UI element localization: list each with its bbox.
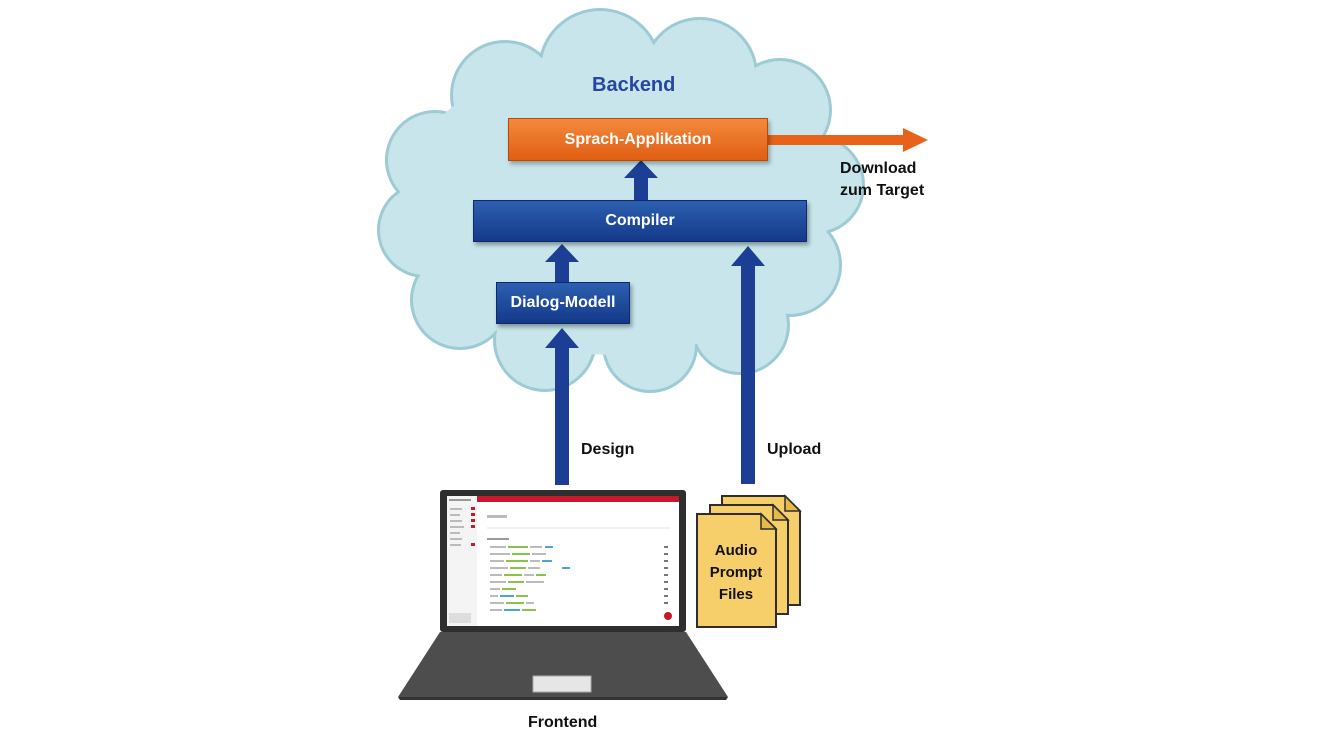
files-label-line1: Audio xyxy=(714,542,758,559)
arrow-compiler-to-app xyxy=(624,160,658,200)
upload-arrow xyxy=(731,246,765,484)
dialog-modell-label: Dialog-Modell xyxy=(510,294,616,311)
dialog-modell-box: Dialog-Modell xyxy=(496,282,630,324)
download-label-line2: zum Target xyxy=(840,182,925,199)
laptop xyxy=(398,490,728,700)
frontend-label: Frontend xyxy=(528,714,598,731)
compiler-box: Compiler xyxy=(473,200,807,242)
download-label-line1: Download xyxy=(840,160,917,177)
files-label-line2: Prompt xyxy=(709,564,763,581)
sprach-applikation-box: Sprach-Applikation xyxy=(508,118,768,161)
compiler-label: Compiler xyxy=(605,212,675,229)
download-arrow xyxy=(760,128,928,152)
upload-label: Upload xyxy=(767,441,822,458)
frontend-app-screenshot xyxy=(447,496,679,626)
download-label: Download zum Target xyxy=(840,158,924,202)
files-label-line3: Files xyxy=(718,586,754,603)
design-arrow xyxy=(545,328,579,485)
audio-prompt-files-stack xyxy=(696,494,802,628)
document-icon xyxy=(696,512,778,628)
audio-prompt-files-label: Audio Prompt Files xyxy=(697,540,775,606)
arrow-dialog-to-compiler xyxy=(545,244,579,282)
design-label: Design xyxy=(581,441,635,458)
sprach-applikation-label: Sprach-Applikation xyxy=(564,130,712,148)
backend-title: Backend xyxy=(592,74,676,96)
